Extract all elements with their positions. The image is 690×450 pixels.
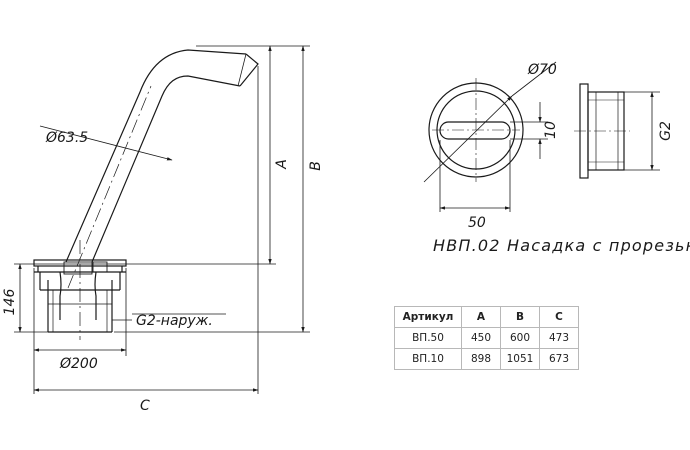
header-c: C xyxy=(539,306,579,328)
base-height-label: 146 xyxy=(2,289,18,316)
spec-table: Артикул A B C ВП.50 450 600 473 ВП.10 89… xyxy=(394,306,579,370)
header-article: Артикул xyxy=(394,306,462,328)
cell-c: 673 xyxy=(539,348,579,370)
header-a: A xyxy=(461,306,501,328)
slot-width-label: 10 xyxy=(543,121,559,139)
pipe-diameter-label: Ø63.5 xyxy=(45,130,88,146)
cell-a: 450 xyxy=(461,327,501,349)
nozzle-diameter-label: Ø70 xyxy=(527,62,557,78)
nozzle-side-dimensions xyxy=(624,91,660,171)
thread-label: G2-наруж. xyxy=(136,313,213,329)
nozzle-dimension-lines xyxy=(423,61,557,212)
cell-b: 1051 xyxy=(500,348,540,370)
table-header-row: Артикул A B C xyxy=(394,306,579,328)
table-row: ВП.10 898 1051 673 xyxy=(394,348,579,370)
dimension-lines xyxy=(14,45,310,394)
cell-c: 473 xyxy=(539,327,579,349)
base-diameter-label: Ø200 xyxy=(59,356,98,372)
nozzle-thread-label: G2 xyxy=(658,121,674,141)
cell-article: ВП.10 xyxy=(394,348,462,370)
dimension-a-label: A xyxy=(274,159,290,170)
cell-article: ВП.50 xyxy=(394,327,462,349)
dimension-b-label: B xyxy=(308,161,324,171)
nozzle-side-view xyxy=(574,83,630,179)
cell-b: 600 xyxy=(500,327,540,349)
slot-length-label: 50 xyxy=(468,215,486,231)
dimension-labels: Ø63.5 G2-наруж. Ø200 146 A B C xyxy=(2,130,324,414)
centerlines xyxy=(67,85,152,340)
pipe-assembly-view xyxy=(33,49,259,340)
nozzle-dimension-labels: Ø70 10 50 G2 xyxy=(468,62,674,231)
cell-a: 898 xyxy=(461,348,501,370)
nozzle-front-view xyxy=(428,78,524,182)
nozzle-caption: НВП.02 Насадка с прорезью xyxy=(433,236,690,255)
pipe-body xyxy=(65,49,259,263)
header-b: B xyxy=(500,306,540,328)
table-row: ВП.50 450 600 473 xyxy=(394,327,579,349)
base-body xyxy=(33,259,127,333)
dimension-c-label: C xyxy=(140,398,150,414)
